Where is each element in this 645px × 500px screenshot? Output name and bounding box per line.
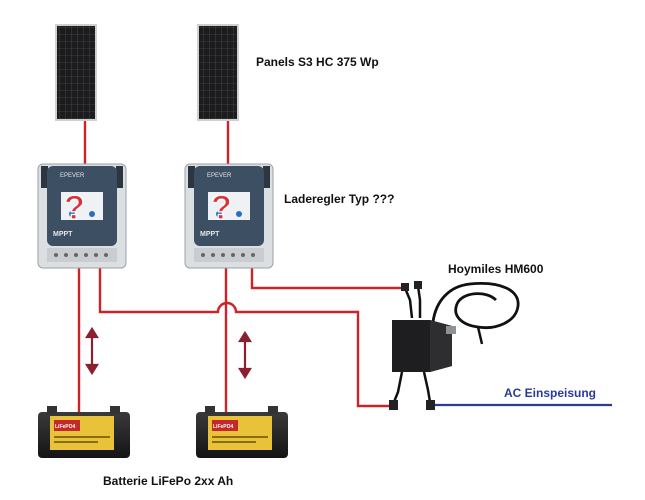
controller-brand-text: EPEVER (207, 173, 232, 179)
controller-brand-text: EPEVER (60, 173, 85, 179)
charge-arrows (85, 326, 252, 380)
controller-model-text: MPPT (53, 231, 73, 238)
charge-controller-label: Laderegler Typ ??? (284, 192, 395, 206)
controller-1-load-wire (98, 268, 391, 408)
dc-wiring (77, 121, 405, 412)
controller-model-text: MPPT (200, 231, 220, 238)
battery-badge-text: LiFePO4 (55, 424, 76, 430)
battery-1: LiFePO4 (38, 406, 130, 458)
solar-panel-1 (55, 24, 97, 121)
question-mark-icon: ? (64, 189, 85, 227)
ac-feed-label: AC Einspeisung (504, 386, 597, 400)
charge-controller-2: EPEVER MPPT ? (184, 163, 274, 269)
inverter-label: Hoymiles HM600 (448, 262, 544, 276)
arrow-bidirectional-1 (85, 326, 99, 376)
question-mark-icon: ? (211, 189, 232, 227)
ac-cable-coil (431, 282, 520, 330)
controller-2-load-wire (250, 268, 405, 290)
panels-label: Panels S3 HC 375 Wp (256, 55, 379, 69)
battery-badge-text: LiFePO4 (213, 424, 234, 430)
charge-controller-1: EPEVER MPPT ? (37, 163, 127, 269)
arrow-bidirectional-2 (238, 330, 252, 380)
solar-panel-2 (197, 24, 239, 121)
battery-2: LiFePO4 (196, 406, 288, 458)
battery-label: Batterie LiFePo 2xx Ah (103, 474, 234, 488)
micro-inverter (389, 281, 520, 410)
